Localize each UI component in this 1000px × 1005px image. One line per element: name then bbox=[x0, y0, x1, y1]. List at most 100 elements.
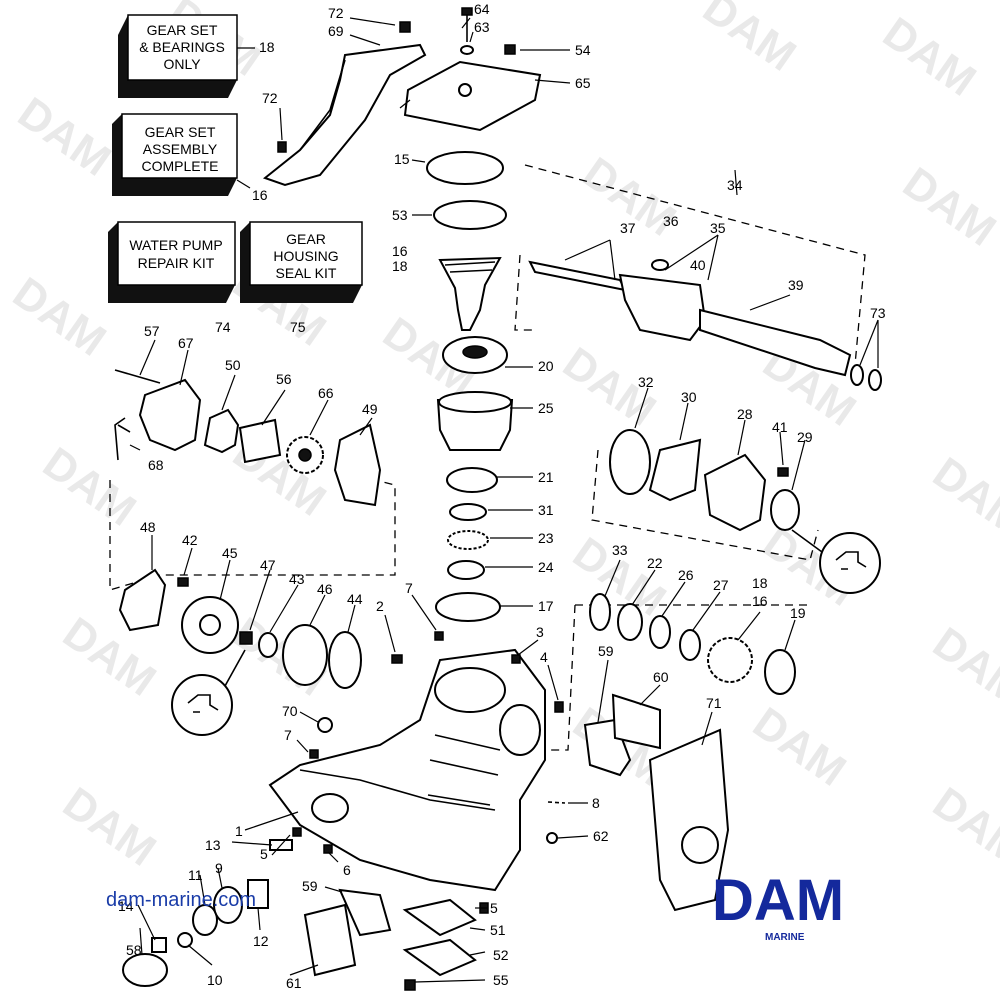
callout-number: 35 bbox=[710, 220, 726, 236]
callout-number: 61 bbox=[286, 975, 302, 991]
callout-number: 29 bbox=[797, 429, 813, 445]
callout-number: 55 bbox=[493, 972, 509, 988]
callout-number: 21 bbox=[538, 469, 554, 485]
callout-number: 34 bbox=[727, 177, 743, 193]
watermark: DAM bbox=[34, 438, 144, 536]
callout-number: 48 bbox=[140, 519, 156, 535]
callout-number: 14 bbox=[118, 898, 134, 914]
watermark: DAM bbox=[924, 778, 1000, 876]
callout-number: 8 bbox=[592, 795, 600, 811]
callout-number: 69 bbox=[328, 23, 344, 39]
kit-label-line: WATER PUMP bbox=[129, 237, 222, 253]
part-2-fitting bbox=[391, 654, 403, 664]
callout-number: 42 bbox=[182, 532, 198, 548]
part-62-ring bbox=[546, 832, 558, 844]
part-60-plate bbox=[611, 693, 661, 750]
part-26-race bbox=[649, 615, 671, 649]
part-21-bearing bbox=[446, 467, 498, 493]
callout-number: 27 bbox=[713, 577, 729, 593]
kit-label-line: GEAR SET bbox=[145, 124, 216, 140]
callout-number: 40 bbox=[690, 257, 706, 273]
part-57-bolt bbox=[114, 369, 161, 384]
callout-number: 39 bbox=[788, 277, 804, 293]
watermark: DAM bbox=[54, 778, 164, 876]
watermark: DAM bbox=[4, 268, 114, 366]
part-14-plug bbox=[151, 937, 167, 953]
part-15-o-ring bbox=[426, 151, 504, 185]
part-23-thrust-bearing bbox=[447, 530, 489, 550]
part-40-clutch-dog bbox=[618, 273, 707, 342]
part-58-cap bbox=[122, 953, 168, 987]
kit-box-water-pump-repair: WATER PUMP REPAIR KIT bbox=[108, 221, 236, 303]
callout-number: 26 bbox=[678, 567, 694, 583]
part-29-seal bbox=[770, 489, 800, 531]
callout-number: 70 bbox=[282, 703, 298, 719]
watermark: DAM bbox=[894, 158, 1000, 256]
part-36-pin bbox=[651, 259, 669, 271]
callout-number: 54 bbox=[575, 42, 591, 58]
kit-label-line: REPAIR KIT bbox=[138, 255, 215, 271]
callout-number: 23 bbox=[538, 530, 554, 546]
watermark: DAM bbox=[744, 698, 854, 796]
watermark: DAM bbox=[924, 448, 1000, 546]
callout-number: 47 bbox=[260, 557, 276, 573]
watermark: DAM bbox=[874, 8, 984, 106]
leader-lines bbox=[129, 17, 879, 983]
callout-number: 16 bbox=[392, 243, 408, 259]
callout-number: 41 bbox=[772, 419, 788, 435]
website-text[interactable]: dam-marine.com bbox=[106, 889, 256, 911]
part-16-forward-gear bbox=[707, 637, 753, 683]
callout-number: 18 bbox=[752, 575, 768, 591]
part-64-bolt bbox=[461, 7, 473, 16]
callout-number: 63 bbox=[474, 19, 490, 35]
callout-number: 59 bbox=[302, 878, 318, 894]
callout-number: 30 bbox=[681, 389, 697, 405]
part-39-propeller-shaft bbox=[699, 308, 852, 377]
callout-number: 6 bbox=[343, 862, 351, 878]
callout-number: 13 bbox=[205, 837, 221, 853]
callout-number: 66 bbox=[318, 385, 334, 401]
callout-number: 52 bbox=[493, 947, 509, 963]
callout-number: 58 bbox=[126, 942, 142, 958]
watermark: DAM bbox=[9, 88, 119, 186]
part-39-shift-shaft bbox=[528, 260, 627, 292]
callout-number: 31 bbox=[538, 502, 554, 518]
callout-number: 51 bbox=[490, 922, 506, 938]
callout-number: 36 bbox=[663, 213, 679, 229]
part-48-gasket bbox=[118, 568, 167, 632]
callout-number: 20 bbox=[538, 358, 554, 374]
callout-number: 59 bbox=[598, 643, 614, 659]
part-53-bearing-race bbox=[433, 200, 507, 230]
callout-number: 49 bbox=[362, 401, 378, 417]
callout-number: 50 bbox=[225, 357, 241, 373]
callout-number: 16 bbox=[752, 593, 768, 609]
callout-number: 75 bbox=[290, 319, 306, 335]
callout-number: 17 bbox=[538, 598, 554, 614]
callout-number: 16 bbox=[252, 187, 268, 203]
callout-number: 60 bbox=[653, 669, 669, 685]
callout-number: 22 bbox=[647, 555, 663, 571]
callout-number: 7 bbox=[284, 727, 292, 743]
callout-number: 11 bbox=[188, 867, 203, 883]
callout-number: 71 bbox=[706, 695, 722, 711]
part-73-ring bbox=[868, 369, 882, 391]
part-7-plug bbox=[434, 631, 444, 641]
watermark: DAM bbox=[924, 618, 1000, 716]
part-52-plate bbox=[402, 938, 477, 977]
part-5-screw bbox=[292, 827, 302, 837]
part-61-gasket bbox=[303, 903, 357, 977]
callout-number: 19 bbox=[790, 605, 806, 621]
part-59-gasket bbox=[338, 888, 392, 937]
callout-number: 3 bbox=[536, 624, 544, 640]
callout-number: 5 bbox=[490, 900, 498, 916]
part-28-bearing-housing bbox=[703, 453, 767, 532]
callout-number: 73 bbox=[870, 305, 886, 321]
callout-number: 65 bbox=[575, 75, 591, 91]
part-44-plate bbox=[328, 631, 362, 689]
kit-label-line: COMPLETE bbox=[141, 158, 218, 174]
callout-number: 12 bbox=[253, 933, 269, 949]
part-22-bearing bbox=[617, 603, 643, 641]
part-51-gasket bbox=[402, 898, 477, 937]
